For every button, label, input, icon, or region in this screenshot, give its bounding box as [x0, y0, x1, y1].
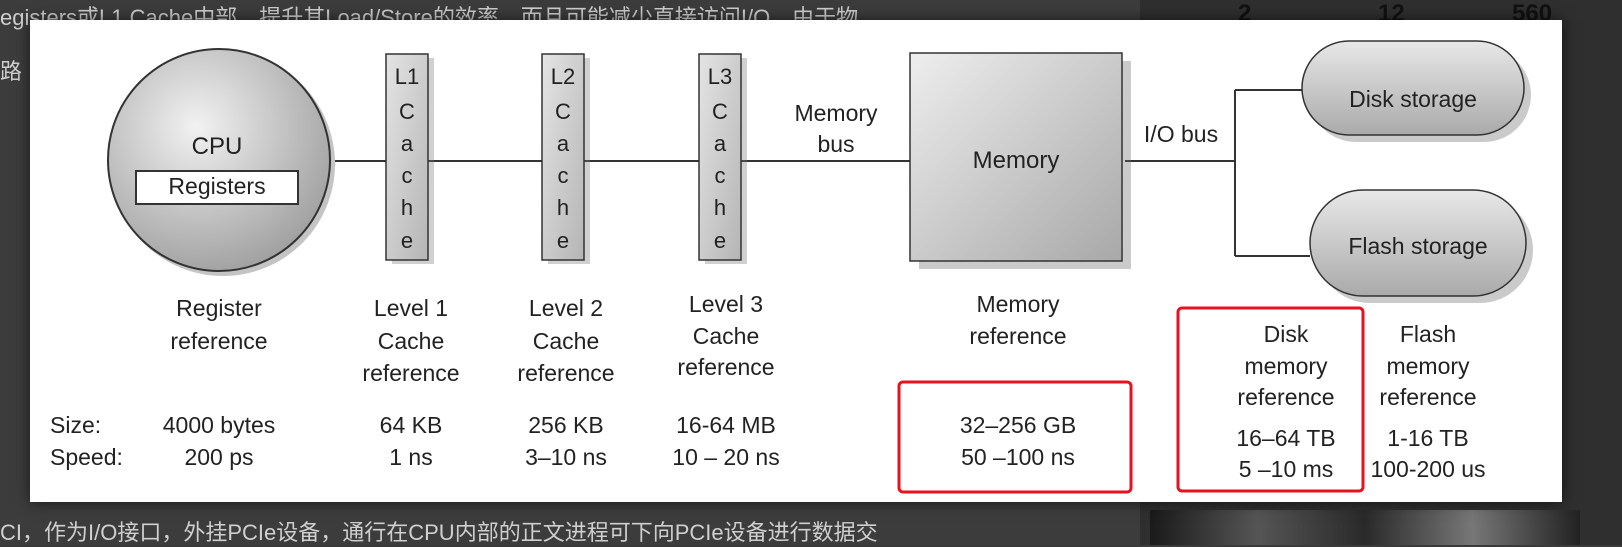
memory-ref-label: Memory	[976, 291, 1060, 317]
disk-speed: 5 –10 ms	[1239, 456, 1334, 482]
svg-text:h: h	[557, 195, 569, 220]
svg-text:C: C	[712, 99, 728, 124]
l3-ref-label: Cache	[693, 323, 759, 349]
memory-bus-label: bus	[817, 131, 854, 157]
disk-ref-label: Disk	[1264, 321, 1309, 347]
disk-storage-pill	[1301, 40, 1525, 136]
flash-size: 1-16 TB	[1387, 425, 1468, 451]
l3-ref-label: Level 3	[689, 291, 763, 317]
sidebar-thumbnail	[1150, 510, 1580, 545]
l2-ref-label: Level 2	[529, 295, 603, 321]
svg-text:h: h	[401, 195, 413, 220]
l1-cache-node: L1 C a c h e	[385, 53, 434, 264]
l2-speed: 3–10 ns	[525, 444, 607, 470]
memory-speed: 50 –100 ns	[961, 444, 1075, 470]
bus-lines	[335, 89, 1310, 257]
io-bus-label: I/O bus	[1144, 121, 1218, 147]
svg-text:a: a	[557, 131, 570, 156]
l2-cache-box	[541, 53, 585, 261]
registers-label: Registers	[168, 173, 265, 199]
memory-highlight-box	[897, 380, 1133, 494]
l2-ref-label: Cache	[533, 328, 599, 354]
memory-node: Memory	[909, 52, 1131, 269]
l1-size: 64 KB	[380, 412, 443, 438]
svg-text:C: C	[399, 99, 415, 124]
svg-text:c: c	[715, 163, 726, 188]
l1-ref-label: Cache	[378, 328, 444, 354]
l1-ref-label: Level 1	[374, 295, 448, 321]
disk-highlight-box	[1176, 306, 1365, 493]
l1-ref-label: reference	[362, 360, 459, 386]
memory-box	[909, 52, 1123, 262]
size-row-label: Size:	[50, 412, 101, 438]
svg-text:C: C	[555, 99, 571, 124]
l3-size: 16-64 MB	[676, 412, 776, 438]
memory-size: 32–256 GB	[960, 412, 1076, 438]
disk-size: 16–64 TB	[1236, 425, 1335, 451]
svg-text:c: c	[402, 163, 413, 188]
memory-ref-label: reference	[969, 323, 1066, 349]
svg-text:e: e	[714, 228, 726, 253]
l2-ref-label: reference	[517, 360, 614, 386]
svg-text:e: e	[557, 228, 569, 253]
memory-bus-label-bg	[782, 96, 892, 158]
l3-ref-label: reference	[677, 354, 774, 380]
flash-storage-node: Flash storage	[1309, 189, 1533, 303]
flash-ref-label: memory	[1386, 353, 1470, 379]
register-ref-label: reference	[170, 328, 267, 354]
flash-speed: 100-200 us	[1370, 456, 1485, 482]
memory-label: Memory	[973, 147, 1060, 174]
svg-text:h: h	[714, 195, 726, 220]
disk-storage-label: Disk storage	[1349, 86, 1477, 112]
article-text-line: 路	[0, 59, 23, 84]
flash-storage-label: Flash storage	[1348, 233, 1487, 259]
cache-name: L2	[551, 64, 575, 89]
l3-cache-node: L3 C a c h e	[698, 53, 747, 264]
register-ref-label: Register	[176, 295, 262, 321]
speed-row-label: Speed:	[50, 444, 123, 470]
cpu-node: CPU Registers	[107, 48, 335, 276]
disk-ref-label: reference	[1237, 384, 1334, 410]
cpu-label: CPU	[192, 133, 243, 160]
svg-text:a: a	[401, 131, 414, 156]
register-size: 4000 bytes	[163, 412, 276, 438]
disk-ref-label: memory	[1244, 353, 1328, 379]
cache-name: L1	[395, 64, 419, 89]
svg-text:e: e	[401, 228, 413, 253]
register-speed: 200 ps	[184, 444, 253, 470]
flash-storage-pill	[1309, 189, 1527, 297]
flash-ref-label: Flash	[1400, 321, 1456, 347]
l3-cache-box	[698, 53, 742, 261]
memory-hierarchy-diagram: CPU Registers L1 C a c h e L2 C a c h e …	[50, 40, 1533, 494]
size-speed-table: Size: Speed: 4000 bytes 200 ps 64 KB 1 n…	[50, 412, 1486, 482]
svg-text:a: a	[714, 131, 727, 156]
cache-name: L3	[708, 64, 732, 89]
l1-speed: 1 ns	[389, 444, 432, 470]
reference-labels: Register reference Level 1 Cache referen…	[170, 291, 1476, 410]
l2-cache-node: L2 C a c h e	[541, 53, 590, 264]
article-text-line: CI，作为I/O接口，外挂PCIe设备，通行在CPU内部的正文进程可下向PCIe…	[0, 520, 878, 545]
disk-storage-node: Disk storage	[1301, 40, 1531, 142]
cpu-circle	[107, 48, 331, 272]
image-viewer[interactable]: CPU Registers L1 C a c h e L2 C a c h e …	[30, 20, 1562, 502]
l1-cache-box	[385, 53, 429, 261]
flash-ref-label: reference	[1379, 384, 1476, 410]
l2-size: 256 KB	[528, 412, 603, 438]
l3-speed: 10 – 20 ns	[672, 444, 779, 470]
memory-bus-label: Memory	[794, 100, 878, 126]
svg-text:c: c	[558, 163, 569, 188]
registers-box	[135, 170, 299, 205]
